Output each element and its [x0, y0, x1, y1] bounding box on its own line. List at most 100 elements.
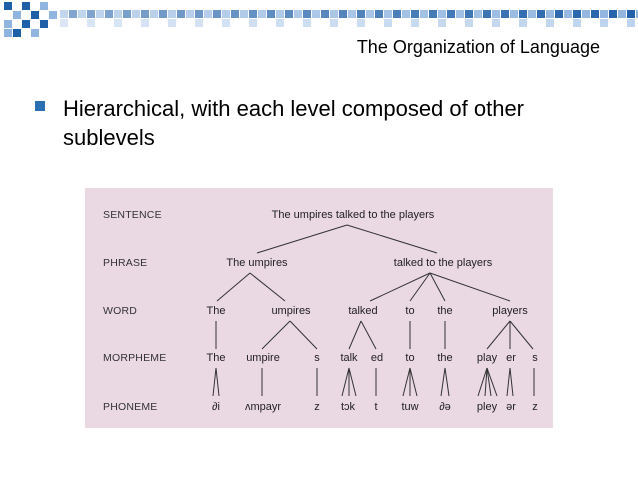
- hierarchy-diagram: SENTENCE PHRASE WORD MORPHEME PHONEME Th…: [85, 188, 553, 428]
- tree-edge: [486, 367, 498, 397]
- deco-square: [573, 19, 581, 27]
- deco-square: [330, 19, 338, 27]
- deco-square: [636, 10, 638, 18]
- level-label-sentence: SENTENCE: [103, 209, 162, 221]
- deco-square: [375, 10, 383, 18]
- deco-square: [492, 19, 500, 27]
- deco-square: [168, 10, 176, 18]
- tree-edge: [215, 367, 220, 397]
- deco-square: [519, 10, 527, 18]
- tree-edge: [346, 224, 438, 254]
- deco-square: [465, 19, 473, 27]
- deco-square: [348, 10, 356, 18]
- tree-edge: [348, 367, 357, 397]
- deco-square: [501, 10, 509, 18]
- tree-edge: [261, 320, 291, 350]
- deco-square: [393, 10, 401, 18]
- deco-square: [168, 19, 176, 27]
- tree-edge: [360, 320, 377, 350]
- tree-edge: [341, 367, 350, 397]
- deco-square: [105, 10, 113, 18]
- deco-square: [31, 29, 39, 37]
- phoneme-node: tuw: [401, 401, 418, 413]
- level-label-word: WORD: [103, 305, 137, 317]
- phoneme-node: ər: [506, 401, 516, 413]
- deco-square: [13, 29, 21, 37]
- tree-edge: [509, 367, 514, 397]
- tree-edge: [486, 367, 492, 397]
- deco-square: [123, 10, 131, 18]
- deco-square: [510, 10, 518, 18]
- deco-square: [258, 10, 266, 18]
- morpheme-node: s: [314, 352, 320, 364]
- tree-edge: [440, 367, 446, 397]
- tree-edge: [256, 224, 348, 254]
- deco-square: [13, 11, 21, 19]
- deco-square: [222, 19, 230, 27]
- sentence-node: The umpires talked to the players: [272, 209, 435, 221]
- bullet-square-icon: [35, 101, 45, 111]
- tree-edge: [444, 367, 450, 397]
- deco-square: [177, 10, 185, 18]
- deco-square: [159, 10, 167, 18]
- phoneme-node: t: [374, 401, 377, 413]
- phoneme-node: z: [532, 401, 538, 413]
- deco-square: [141, 19, 149, 27]
- deco-square: [420, 10, 428, 18]
- phoneme-node: ʌmpayr: [245, 401, 281, 413]
- deco-square: [555, 10, 563, 18]
- word-node: talked: [348, 305, 377, 317]
- deco-square: [195, 19, 203, 27]
- deco-square: [213, 10, 221, 18]
- deco-square: [132, 10, 140, 18]
- deco-square: [204, 10, 212, 18]
- morpheme-node: play: [477, 352, 498, 364]
- deco-square: [546, 10, 554, 18]
- tree-edge: [477, 367, 488, 397]
- phoneme-node: pley: [477, 401, 498, 413]
- tree-edge: [506, 367, 511, 397]
- deco-square: [49, 11, 57, 19]
- deco-square: [312, 10, 320, 18]
- deco-square: [4, 20, 12, 28]
- deco-square: [222, 10, 230, 18]
- deco-square: [40, 20, 48, 28]
- phoneme-node: tɔk: [341, 401, 356, 413]
- deco-square: [600, 10, 608, 18]
- deco-square: [384, 19, 392, 27]
- deco-square: [456, 10, 464, 18]
- deco-square: [276, 10, 284, 18]
- deco-square: [141, 10, 149, 18]
- deco-square: [87, 19, 95, 27]
- deco-square: [303, 19, 311, 27]
- deco-square: [618, 10, 626, 18]
- deco-square: [582, 10, 590, 18]
- tree-edge: [429, 272, 511, 302]
- tree-edge: [369, 272, 431, 302]
- deco-square: [231, 10, 239, 18]
- level-label-phrase: PHRASE: [103, 257, 147, 269]
- phrase-node: talked to the players: [394, 257, 493, 269]
- morpheme-node: er: [506, 352, 516, 364]
- bullet-text: Hierarchical, with each level composed o…: [63, 96, 525, 150]
- deco-square: [384, 10, 392, 18]
- deco-square: [40, 2, 48, 10]
- deco-square: [249, 19, 257, 27]
- checkerboard-decoration: [4, 2, 638, 37]
- tree-edge: [509, 320, 534, 350]
- deco-square: [4, 2, 12, 10]
- deco-square: [438, 19, 446, 27]
- word-node: players: [492, 305, 528, 317]
- tree-edge: [486, 320, 511, 350]
- tree-edge: [289, 320, 318, 350]
- deco-square: [546, 19, 554, 27]
- deco-square: [186, 10, 194, 18]
- deco-square: [573, 10, 581, 18]
- deco-square: [303, 10, 311, 18]
- tree-edge: [484, 367, 488, 397]
- slide-title: The Organization of Language: [356, 37, 600, 57]
- morpheme-node: s: [532, 352, 538, 364]
- deco-square: [22, 2, 30, 10]
- deco-square: [357, 19, 365, 27]
- deco-square: [4, 29, 12, 37]
